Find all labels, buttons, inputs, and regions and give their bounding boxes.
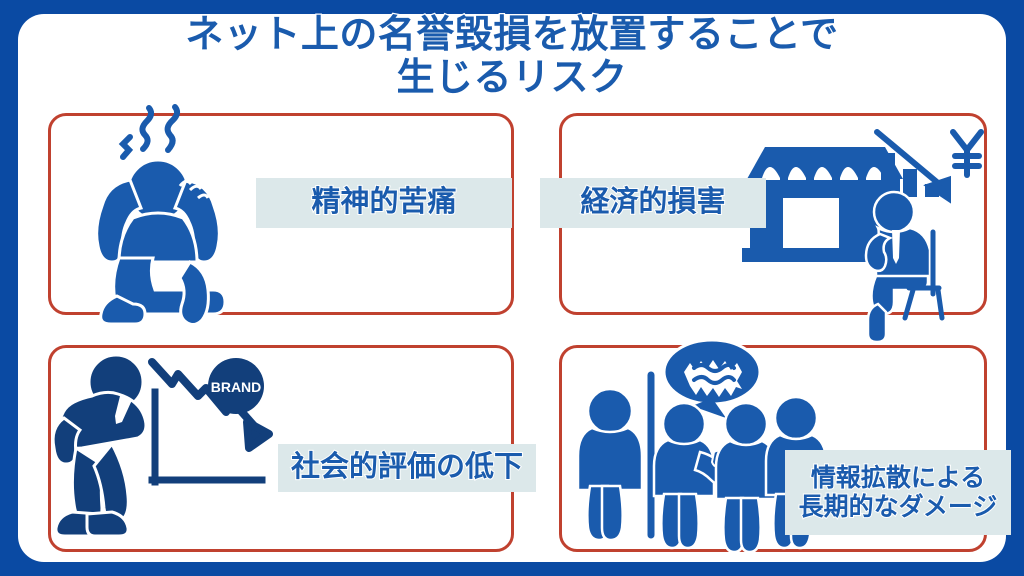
person-holding-head-stress-icon — [95, 104, 227, 327]
label-information-spread-damage: 情報拡散による 長期的なダメージ — [785, 450, 1011, 535]
page-title: ネット上の名誉毀損を放置することで 生じるリスク — [184, 13, 839, 101]
label-economic-damage: 経済的損害 — [540, 178, 766, 228]
card-information-spread-damage — [559, 345, 987, 552]
bowing-businessman-brand-decline-icon: BRAND — [51, 353, 273, 538]
isolated-person-gossiping-group-icon — [576, 338, 828, 554]
label-social-reputation-decline: 社会的評価の低下 — [278, 444, 536, 492]
brand-badge-label: BRAND — [211, 379, 262, 395]
label-mental-distress: 精神的苦痛 — [256, 178, 512, 228]
storefront-declining-chart-yen-icon — [742, 129, 984, 344]
card-mental-distress — [48, 113, 514, 315]
